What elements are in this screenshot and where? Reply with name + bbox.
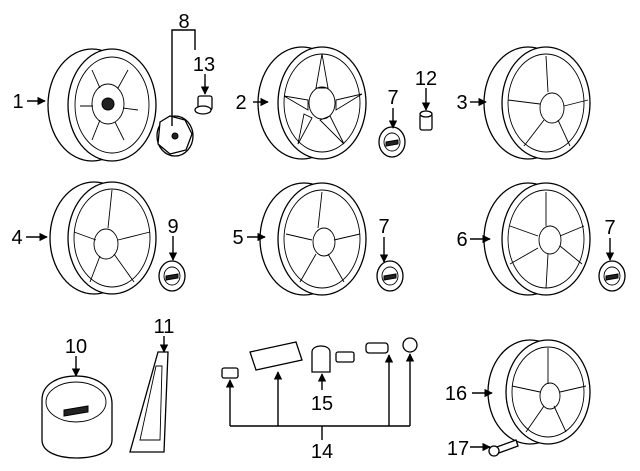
wheel-2 [257, 46, 367, 160]
wheel-1 [47, 48, 157, 162]
hub-cap-10 [41, 375, 113, 459]
callout-12: 12 [415, 68, 437, 90]
center-cap-9 [158, 260, 186, 292]
callout-6: 6 [456, 229, 467, 251]
callout-7-a: 7 [387, 87, 398, 109]
leader-lines [26, 29, 615, 452]
callout-11: 11 [154, 316, 175, 338]
center-cap-7-c [598, 260, 626, 292]
callout-2: 2 [235, 92, 246, 114]
callout-4: 4 [11, 227, 22, 249]
wheel-3 [483, 46, 591, 160]
callout-7-c: 7 [604, 217, 615, 239]
wheel-6 [483, 182, 591, 296]
tpms-parts [221, 337, 418, 379]
center-cap-7-a [378, 126, 406, 158]
wheel-5 [259, 182, 367, 296]
callout-16: 16 [445, 383, 467, 405]
callout-14: 14 [311, 441, 333, 463]
callout-8: 8 [178, 11, 189, 33]
callout-17: 17 [447, 438, 469, 460]
center-cap-8 [156, 115, 194, 157]
callout-7-b: 7 [378, 216, 389, 238]
callout-1: 1 [12, 91, 23, 113]
callout-13: 13 [193, 54, 215, 76]
wheel-4 [49, 181, 157, 295]
balance-weight-11 [129, 351, 169, 453]
valve-stem-17 [488, 439, 519, 457]
wheel-16 [487, 339, 591, 445]
callout-numbers: 1 2 3 4 5 6 7 7 7 8 9 10 11 12 13 14 15 … [11, 11, 615, 463]
callout-9: 9 [167, 216, 178, 238]
callout-5: 5 [232, 227, 243, 249]
lug-nut-13 [194, 95, 213, 115]
callout-10: 10 [65, 336, 87, 358]
center-cap-7-b [376, 260, 404, 292]
lug-nut-12 [419, 110, 433, 131]
callout-15: 15 [311, 393, 333, 415]
callout-3: 3 [456, 92, 467, 114]
